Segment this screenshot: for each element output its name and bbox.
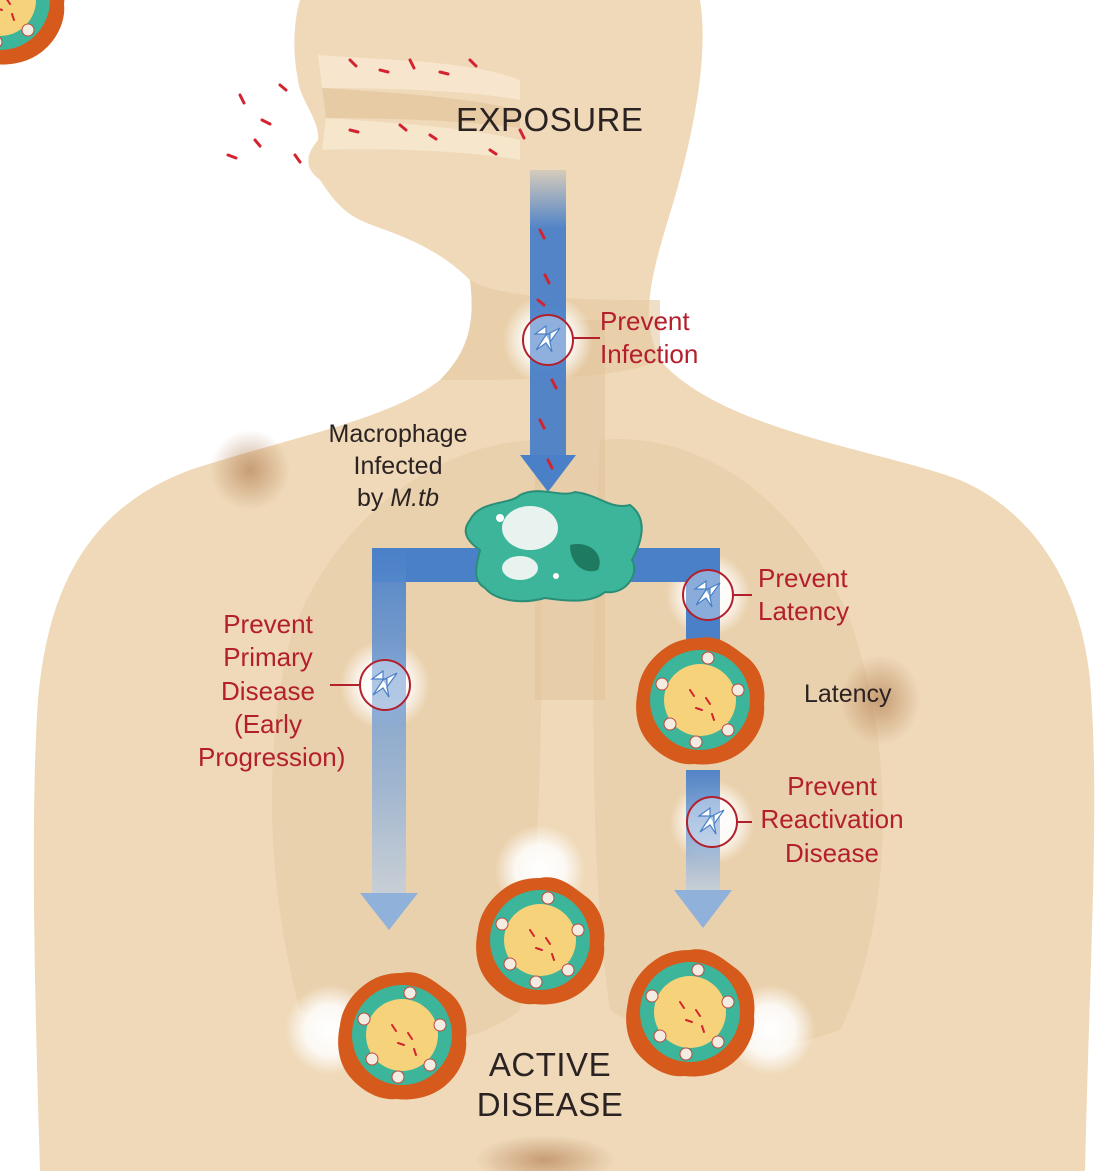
prevent-primary-line-2: Primary: [198, 641, 338, 674]
prevent-primary-line-5: Progression): [198, 741, 338, 774]
prevent-latency-line-1: Prevent: [758, 562, 849, 595]
prevent-reactivation-line-2: Reactivation: [752, 803, 912, 836]
lightning-circle-icon: [360, 660, 410, 710]
macrophage-icon: [466, 491, 642, 601]
macrophage-line-2: Infected: [318, 450, 478, 482]
prevent-reactivation-line-3: Disease: [752, 837, 912, 870]
latency-label: Latency: [804, 678, 892, 710]
prevent-primary-line-1: Prevent: [198, 608, 338, 641]
prevent-primary-line-3: Disease: [198, 675, 338, 708]
granuloma-active-right: [626, 949, 754, 1076]
macrophage-line-3: by M.tb: [318, 482, 478, 514]
lightning-circle-icon: [523, 315, 573, 365]
macrophage-by: by: [357, 484, 390, 512]
prevent-infection-line-1: Prevent: [600, 305, 698, 338]
prevent-reactivation-label: Prevent Reactivation Disease: [752, 770, 912, 870]
exposure-label: EXPOSURE: [456, 100, 643, 140]
active-disease-line-2: DISEASE: [470, 1085, 630, 1125]
active-disease-label: ACTIVE DISEASE: [470, 1045, 630, 1126]
lightning-circle-icon: [687, 797, 737, 847]
macrophage-label: Macrophage Infected by M.tb: [318, 418, 478, 514]
prevent-reactivation-line-1: Prevent: [752, 770, 912, 803]
macrophage-species: M.tb: [390, 484, 439, 512]
lightning-circle-icon: [683, 570, 733, 620]
granuloma-latency: [636, 637, 764, 764]
prevent-latency-label: Prevent Latency: [758, 562, 849, 629]
granuloma-active-left: [338, 972, 466, 1099]
prevent-infection-label: Prevent Infection: [600, 305, 698, 372]
active-disease-line-1: ACTIVE: [470, 1045, 630, 1085]
macrophage-line-1: Macrophage: [318, 418, 478, 450]
prevent-latency-line-2: Latency: [758, 595, 849, 628]
prevent-primary-label: Prevent Primary Disease (Early Progressi…: [198, 608, 338, 774]
prevent-primary-line-4: (Early: [198, 708, 338, 741]
prevent-infection-line-2: Infection: [600, 338, 698, 371]
granuloma-icon: [0, 0, 64, 64]
granuloma-active-center: [476, 877, 604, 1004]
